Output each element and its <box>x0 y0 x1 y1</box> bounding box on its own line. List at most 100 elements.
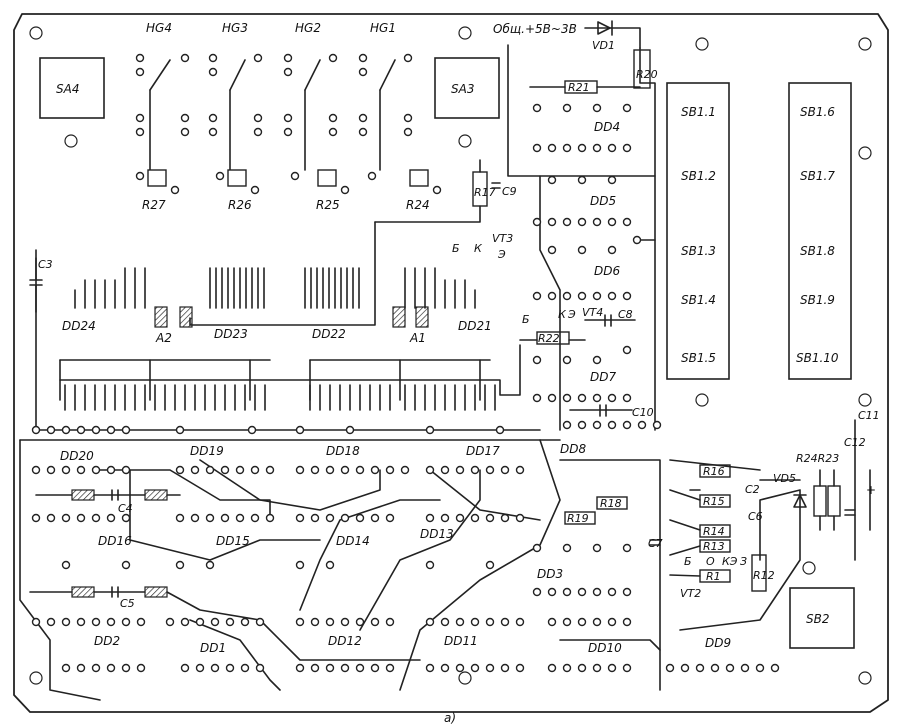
diode-vd5 <box>793 494 807 508</box>
component-label: R13 <box>703 540 725 553</box>
chip-label: DD20 <box>60 449 94 463</box>
svg-text:HG2: HG2 <box>295 21 321 35</box>
button-block-right <box>788 82 852 380</box>
polarity-plus: + <box>866 483 876 497</box>
component-label: R15 <box>703 495 725 508</box>
svg-text:Б: Б <box>522 313 530 326</box>
component-label: C8 <box>618 308 633 321</box>
chip-label: DD6 <box>594 264 620 278</box>
svg-text:SB1.5: SB1.5 <box>681 351 716 365</box>
chip-label: DD1 <box>200 641 226 655</box>
resistor-r24-vd5 <box>813 485 827 517</box>
svg-text:SB1.4: SB1.4 <box>681 293 716 307</box>
component-label: R14 <box>703 525 725 538</box>
chip-label: DD23 <box>214 327 248 341</box>
chip-label: DD21 <box>458 319 492 333</box>
component-label: C9 <box>502 185 517 198</box>
pads-dd20 <box>31 465 131 523</box>
component-label: C7 <box>648 537 663 550</box>
button-labels: SB1.1 SB1.2 SB1.3 SB1.4 SB1.5 SB1.6 SB1.… <box>681 105 839 365</box>
pads-indicators <box>135 53 413 137</box>
pads-dd7 <box>532 345 632 403</box>
svg-text:Э: Э <box>497 248 506 261</box>
switch-sa4-label: SA4 <box>56 82 79 96</box>
svg-text:Б: Б <box>684 555 692 568</box>
pads-dd19 <box>175 465 275 523</box>
svg-text:HG1: HG1 <box>370 21 396 35</box>
chip-label: DD12 <box>328 634 362 648</box>
switch-sa4 <box>39 57 105 119</box>
svg-text:Э: Э <box>567 308 576 321</box>
svg-text:R12: R12 <box>753 569 775 582</box>
traces <box>19 44 871 701</box>
svg-text:SB1.10: SB1.10 <box>796 351 839 365</box>
svg-text:SB1.6: SB1.6 <box>800 105 835 119</box>
comb-chips <box>64 267 496 411</box>
diode-vd1 <box>584 20 641 49</box>
component-label: R24 <box>406 198 430 212</box>
svg-text:О: О <box>706 555 715 568</box>
svg-text:Б: Б <box>452 242 460 255</box>
component-label: R18 <box>600 497 622 510</box>
pads-dd6 <box>532 235 642 301</box>
svg-text:HG3: HG3 <box>222 21 248 35</box>
pads-row-440 <box>31 425 505 435</box>
component-label: C12 <box>844 436 866 449</box>
chip-label: DD2 <box>94 634 120 648</box>
component-label: C5 <box>120 597 135 610</box>
button-block-left <box>666 82 730 380</box>
horizontal-resistors <box>536 80 731 583</box>
pads-dd12-dd11 <box>295 617 525 673</box>
capacitors <box>29 182 856 598</box>
svg-text:SB1.3: SB1.3 <box>681 244 716 258</box>
chip-label: DD19 <box>190 444 224 458</box>
component-label: VT3 <box>492 232 513 245</box>
chip-label: DD10 <box>588 641 622 655</box>
figure-caption: а) <box>444 711 456 725</box>
component-label: VD5 <box>773 472 796 485</box>
power-label: Общ.+5В~3В <box>493 22 577 36</box>
component-label: VT4 <box>582 306 603 319</box>
chip-pads <box>31 53 780 673</box>
svg-text:SB1.7: SB1.7 <box>800 169 835 183</box>
svg-text:SB1.9: SB1.9 <box>800 293 835 307</box>
component-label: R19 <box>567 512 589 525</box>
chip-label: DD17 <box>466 444 500 458</box>
component-label: VD1 <box>592 39 615 52</box>
pads-dd17 <box>425 465 525 523</box>
pads-dd4 <box>532 103 632 153</box>
chip-label: DD18 <box>326 444 360 458</box>
mounting-holes <box>29 26 872 685</box>
pads-dd8 <box>562 420 662 430</box>
component-label: R27 <box>142 198 166 212</box>
component-label: C10 <box>632 406 654 419</box>
svg-text:SB1.2: SB1.2 <box>681 169 716 183</box>
component-label: C4 <box>118 502 133 515</box>
chip-label: DD5 <box>590 194 616 208</box>
svg-text:R20: R20 <box>636 68 658 81</box>
resistor-packs <box>147 169 429 187</box>
chip-label: DD13 <box>420 527 454 541</box>
component-label: C6 <box>748 510 763 523</box>
component-label: R25 <box>316 198 340 212</box>
component-label: R24R23 <box>796 452 839 465</box>
svg-text:К: К <box>558 308 567 321</box>
pads-dd3 <box>532 543 632 597</box>
resistor-r12 <box>751 554 767 592</box>
svg-text:HG4: HG4 <box>146 21 172 35</box>
component-label: C3 <box>38 258 53 271</box>
svg-text:КЭ: КЭ <box>722 555 738 568</box>
component-label: R16 <box>703 465 725 478</box>
chip-label: DD24 <box>62 319 96 333</box>
chip-label-group: DD1 DD2 DD3 DD4 DD5 DD6 DD7 DD8 DD9 DD10… <box>60 120 731 655</box>
transistor-pin-labels: Б К Э Б К Э Б О КЭ З <box>452 242 747 568</box>
component-label: A1 <box>409 331 426 345</box>
switch-sb2-label: SB2 <box>806 612 829 626</box>
pads-dd2-dd1 <box>31 617 265 673</box>
switch-sa3-label: SA3 <box>451 82 474 96</box>
pads-rpacks <box>135 171 442 195</box>
chip-label: DD22 <box>312 327 346 341</box>
chip-label: DD3 <box>537 567 563 581</box>
board-outline <box>13 13 889 713</box>
